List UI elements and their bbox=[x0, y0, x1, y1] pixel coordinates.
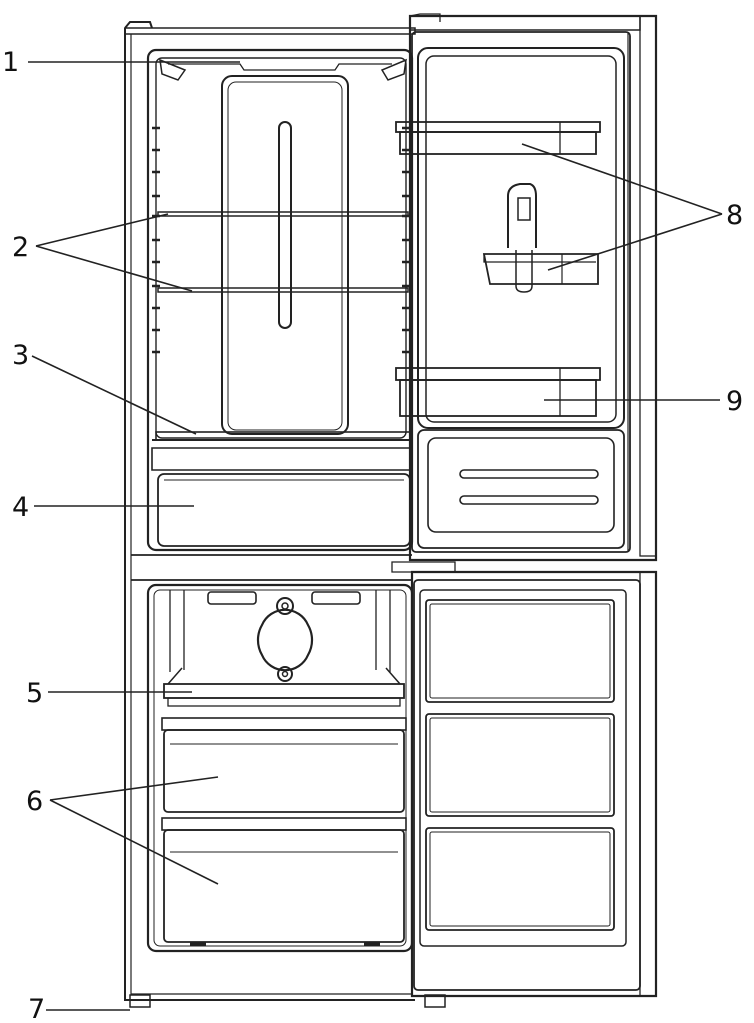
leader-lines bbox=[28, 61, 723, 1011]
freezer-compartment bbox=[146, 583, 414, 953]
callout-1: 1 bbox=[2, 47, 19, 78]
freezer-door bbox=[410, 570, 658, 998]
callout-7: 7 bbox=[28, 994, 45, 1023]
fridge-compartment bbox=[146, 48, 414, 552]
leader-line-6a bbox=[49, 776, 219, 801]
callout-3: 3 bbox=[12, 340, 29, 371]
callout-9: 9 bbox=[726, 386, 743, 417]
callout-8: 8 bbox=[726, 200, 743, 231]
leader-line-8b bbox=[547, 213, 723, 271]
leader-line-2a bbox=[35, 213, 169, 247]
cabinet-body bbox=[124, 21, 446, 1008]
leader-line-8a bbox=[521, 143, 723, 215]
leader-line-2b bbox=[35, 245, 193, 292]
callout-4: 4 bbox=[12, 492, 29, 523]
leader-line-3 bbox=[31, 355, 197, 435]
compartment-divider bbox=[131, 554, 456, 581]
leader-line-6b bbox=[49, 799, 219, 885]
callout-5: 5 bbox=[26, 678, 43, 709]
callout-6: 6 bbox=[26, 786, 43, 817]
fridge-door bbox=[395, 13, 658, 562]
callout-2: 2 bbox=[12, 232, 29, 263]
callout-numbers: 1 2 3 4 5 6 7 8 9 bbox=[2, 47, 743, 1023]
